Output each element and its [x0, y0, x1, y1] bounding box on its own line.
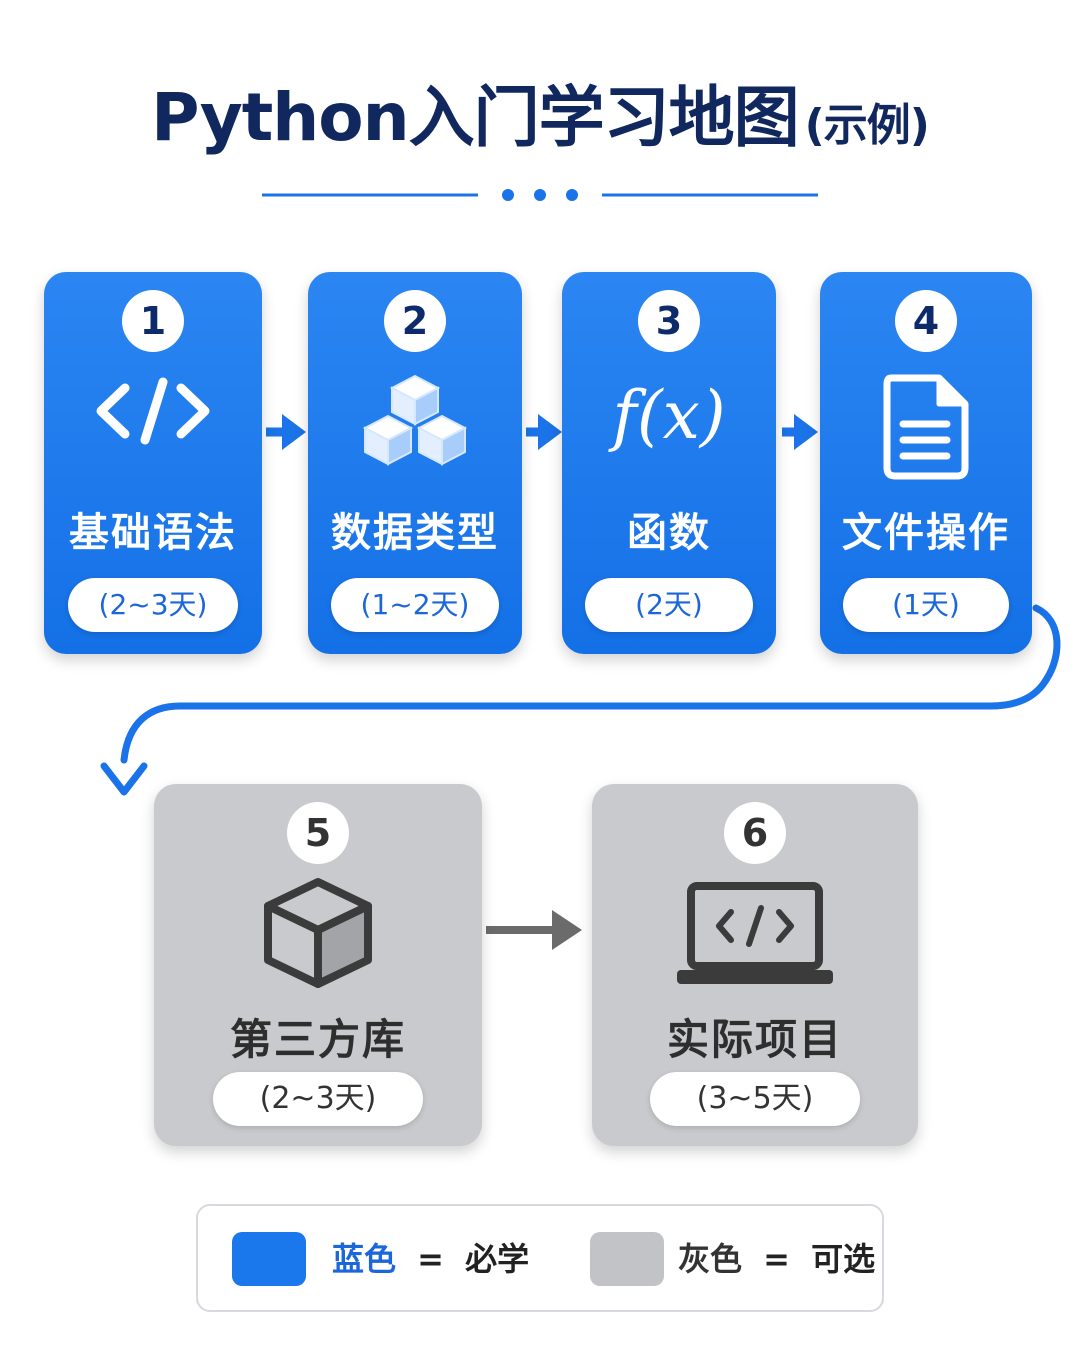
- page-subtitle: (示例): [804, 100, 930, 151]
- step-duration: (2~3天): [213, 1072, 423, 1126]
- legend-required: 蓝色 = 必学: [332, 1236, 529, 1282]
- step-card-4[interactable]: 4 文件操作 (1天): [820, 272, 1032, 654]
- page-title: Python入门学习地图(示例): [151, 78, 930, 157]
- legend-required-meaning: 必学: [465, 1240, 530, 1278]
- step-number-badge: 6: [724, 802, 786, 864]
- legend-optional-eq: =: [763, 1240, 790, 1278]
- step-card-3[interactable]: 3 f(x) 函数 (2天): [562, 272, 776, 654]
- document-icon: [883, 374, 969, 480]
- step-label: 数据类型: [331, 510, 499, 556]
- arrow-right-icon: [266, 414, 306, 450]
- arrow-right-icon: [526, 414, 562, 450]
- step-label: 函数: [627, 510, 711, 556]
- legend: 蓝色 = 必学 灰色 = 可选: [196, 1204, 884, 1312]
- legend-optional-name: 灰色: [678, 1240, 743, 1278]
- step-label: 文件操作: [842, 510, 1010, 556]
- legend-optional-meaning: 可选: [811, 1240, 876, 1278]
- step-duration: (1天): [843, 578, 1009, 632]
- title-area: Python入门学习地图(示例): [0, 78, 1080, 157]
- title-divider: [262, 189, 818, 201]
- step-card-6[interactable]: 6 实际项目 (3~5天): [592, 784, 918, 1146]
- code-tag-icon: [96, 377, 210, 445]
- step-duration: (2~3天): [68, 578, 238, 632]
- step-label: 第三方库: [229, 1015, 406, 1064]
- divider-dot: [502, 189, 514, 201]
- arrow-right-icon: [782, 414, 818, 450]
- legend-swatch-required: [232, 1232, 306, 1286]
- step-number-badge: 1: [122, 290, 184, 352]
- legend-swatch-optional: [590, 1232, 664, 1286]
- step-label: 基础语法: [69, 510, 237, 556]
- return-arrow: [120, 604, 1061, 764]
- laptop-code-icon: [677, 882, 833, 984]
- step-card-1[interactable]: 1 基础语法 (2~3天): [44, 272, 262, 654]
- function-icon: f(x): [612, 377, 726, 454]
- step-duration: (2天): [585, 578, 753, 632]
- divider-dot: [534, 189, 546, 201]
- step-duration: (3~5天): [650, 1072, 860, 1126]
- step-duration: (1~2天): [331, 578, 499, 632]
- divider-dot: [566, 189, 578, 201]
- step-number-badge: 2: [384, 290, 446, 352]
- box-icon: [264, 878, 372, 988]
- legend-optional: 灰色 = 可选: [678, 1236, 875, 1282]
- legend-required-name: 蓝色: [332, 1240, 397, 1278]
- step-card-5[interactable]: 5 第三方库 (2~3天): [154, 784, 482, 1146]
- step-number-badge: 5: [287, 802, 349, 864]
- page-title-text: Python入门学习地图: [151, 79, 799, 156]
- step-number-badge: 4: [895, 290, 957, 352]
- step-label: 实际项目: [666, 1015, 843, 1064]
- arrow-right-gray-icon: [486, 910, 582, 950]
- step-card-2[interactable]: 2 数据类型 (1~2天): [308, 272, 522, 654]
- step-number-badge: 3: [638, 290, 700, 352]
- return-arrowhead-icon: [100, 762, 148, 796]
- legend-required-eq: =: [417, 1240, 444, 1278]
- cubes-icon: [362, 374, 468, 466]
